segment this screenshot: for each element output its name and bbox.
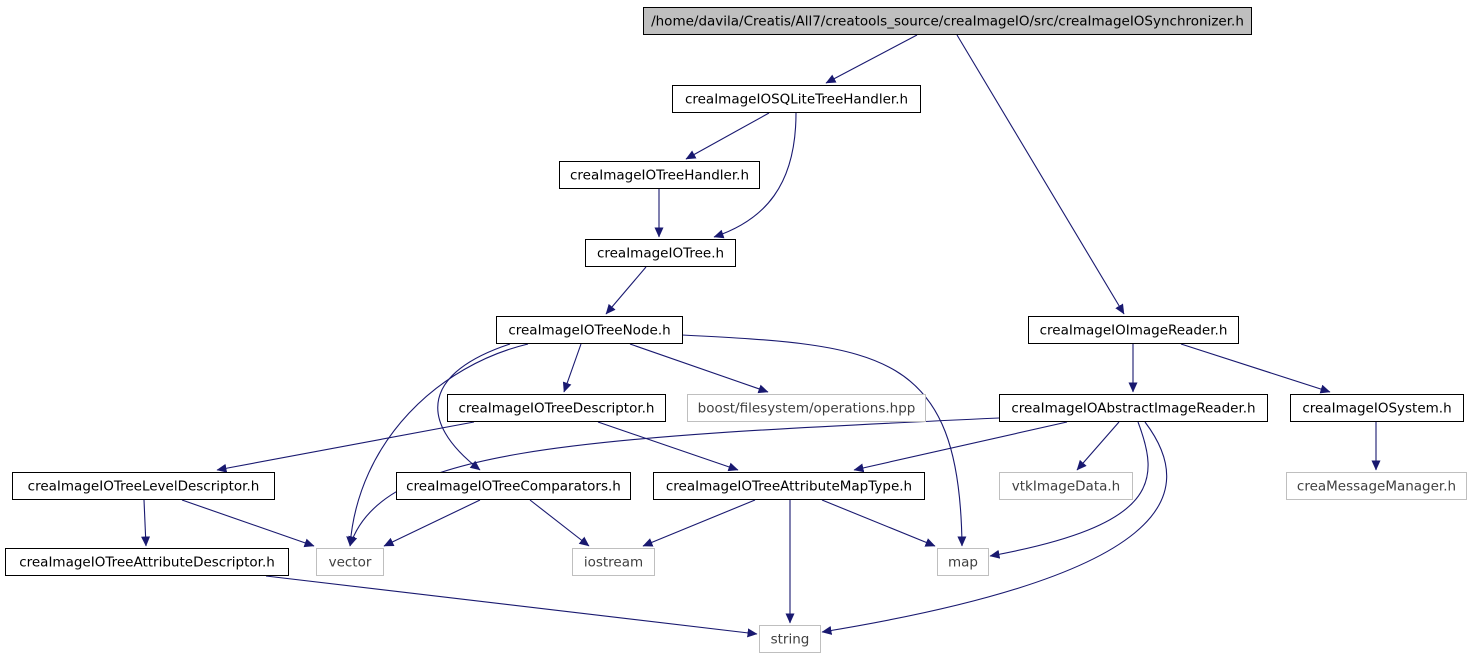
edge-tree-node-to-map	[681, 334, 967, 547]
edge-comparators-to-vector	[383, 499, 481, 547]
node-vtk-image-data: vtkImageData.h	[999, 472, 1133, 500]
node-attr-descriptor[interactable]: creaImageIOTreeAttributeDescriptor.h	[5, 548, 289, 576]
node-label: creaImageIOTreeAttributeMapType.h	[666, 479, 912, 495]
node-box	[585, 239, 736, 267]
edge-synchronizer-to-image-reader	[956, 34, 1125, 315]
node-label: creaImageIOTreeNode.h	[508, 323, 670, 339]
node-tree-descriptor[interactable]: creaImageIOTreeDescriptor.h	[447, 394, 666, 422]
node-box	[999, 472, 1133, 500]
edge-level-descriptor-to-vector	[181, 499, 315, 548]
node-box	[672, 85, 921, 113]
node-box	[999, 394, 1268, 422]
node-box	[12, 472, 275, 500]
node-label: creaMessageManager.h	[1297, 479, 1456, 495]
node-message-manager: creaMessageManager.h	[1286, 472, 1467, 500]
node-map: map	[937, 548, 989, 576]
edge-tree-node-to-tree-descriptor	[562, 343, 582, 393]
node-system[interactable]: creaImageIOSystem.h	[1290, 394, 1464, 422]
node-label: creaImageIOTreeAttributeDescriptor.h	[19, 555, 275, 571]
node-box	[643, 7, 1252, 35]
node-box	[559, 161, 760, 189]
node-tree[interactable]: creaImageIOTree.h	[585, 239, 736, 267]
node-box	[687, 394, 926, 422]
node-label: map	[948, 555, 978, 571]
node-label: vector	[329, 555, 372, 571]
node-box	[396, 472, 631, 500]
node-tree-node[interactable]: creaImageIOTreeNode.h	[496, 316, 683, 344]
node-level-descriptor[interactable]: creaImageIOTreeLevelDescriptor.h	[12, 472, 275, 500]
node-box	[316, 548, 384, 576]
edge-sqlite-handler-to-tree	[713, 112, 797, 239]
edges-layer	[141, 34, 1381, 638]
edge-tree-node-to-boost-fs	[629, 343, 769, 394]
nodes-layer: /home/davila/Creatis/All7/creatools_sour…	[5, 7, 1467, 653]
node-label: string	[771, 632, 810, 648]
node-box	[496, 316, 683, 344]
node-boost-fs: boost/filesystem/operations.hpp	[687, 394, 926, 422]
node-label: vtkImageData.h	[1012, 479, 1120, 495]
edge-tree-descriptor-to-level-descriptor	[216, 421, 475, 473]
node-box	[1290, 394, 1464, 422]
node-synchronizer[interactable]: /home/davila/Creatis/All7/creatools_sour…	[643, 7, 1252, 35]
node-label: boost/filesystem/operations.hpp	[698, 401, 916, 417]
edge-abstract-reader-to-string	[821, 421, 1168, 635]
node-string: string	[759, 625, 821, 653]
edge-abstract-reader-to-vtk-image-data	[1076, 421, 1120, 471]
node-label: iostream	[584, 555, 643, 571]
node-label: /home/davila/Creatis/All7/creatools_sour…	[651, 14, 1244, 30]
node-label: creaImageIOTreeLevelDescriptor.h	[28, 479, 260, 495]
node-comparators[interactable]: creaImageIOTreeComparators.h	[396, 472, 631, 500]
node-box	[572, 548, 655, 576]
node-box	[447, 394, 666, 422]
node-label: creaImageIOAbstractImageReader.h	[1011, 401, 1255, 417]
node-box	[1286, 472, 1467, 500]
node-box	[937, 548, 989, 576]
node-box	[759, 625, 821, 653]
edge-synchronizer-to-sqlite-handler	[825, 34, 918, 84]
node-label: creaImageIOTree.h	[597, 246, 724, 262]
edge-tree-descriptor-to-attr-map-type	[597, 421, 739, 472]
edge-attr-map-type-to-iostream	[642, 499, 756, 547]
node-image-reader[interactable]: creaImageIOImageReader.h	[1028, 316, 1239, 344]
edge-attr-descriptor-to-string	[265, 575, 758, 638]
edge-comparators-to-iostream	[529, 499, 590, 547]
edge-tree-to-tree-node	[605, 266, 647, 315]
edge-tree-node-to-comparators	[437, 343, 511, 471]
node-attr-map-type[interactable]: creaImageIOTreeAttributeMapType.h	[653, 472, 925, 500]
node-sqlite-handler[interactable]: creaImageIOSQLiteTreeHandler.h	[672, 85, 921, 113]
node-box	[653, 472, 925, 500]
node-label: creaImageIOSQLiteTreeHandler.h	[685, 92, 908, 108]
edge-attr-map-type-to-map	[821, 499, 936, 547]
node-label: creaImageIOTreeComparators.h	[406, 479, 621, 495]
node-label: creaImageIOTreeHandler.h	[570, 168, 749, 184]
edge-tree-node-to-vector	[346, 343, 529, 547]
edge-image-reader-to-system	[1180, 343, 1331, 394]
node-label: creaImageIOImageReader.h	[1040, 323, 1228, 339]
node-box	[1028, 316, 1239, 344]
node-box	[5, 548, 289, 576]
node-label: creaImageIOTreeDescriptor.h	[458, 401, 654, 417]
edge-abstract-reader-to-attr-map-type	[853, 421, 1068, 473]
edge-sqlite-handler-to-tree-handler	[685, 112, 770, 160]
edge-level-descriptor-to-attr-descriptor	[141, 499, 151, 547]
edge-abstract-reader-to-map	[989, 421, 1149, 559]
node-abstract-reader[interactable]: creaImageIOAbstractImageReader.h	[999, 394, 1268, 422]
node-iostream: iostream	[572, 548, 655, 576]
node-tree-handler[interactable]: creaImageIOTreeHandler.h	[559, 161, 760, 189]
node-label: creaImageIOSystem.h	[1302, 401, 1451, 417]
node-vector: vector	[316, 548, 384, 576]
edge-abstract-reader-to-vector	[348, 417, 1000, 547]
